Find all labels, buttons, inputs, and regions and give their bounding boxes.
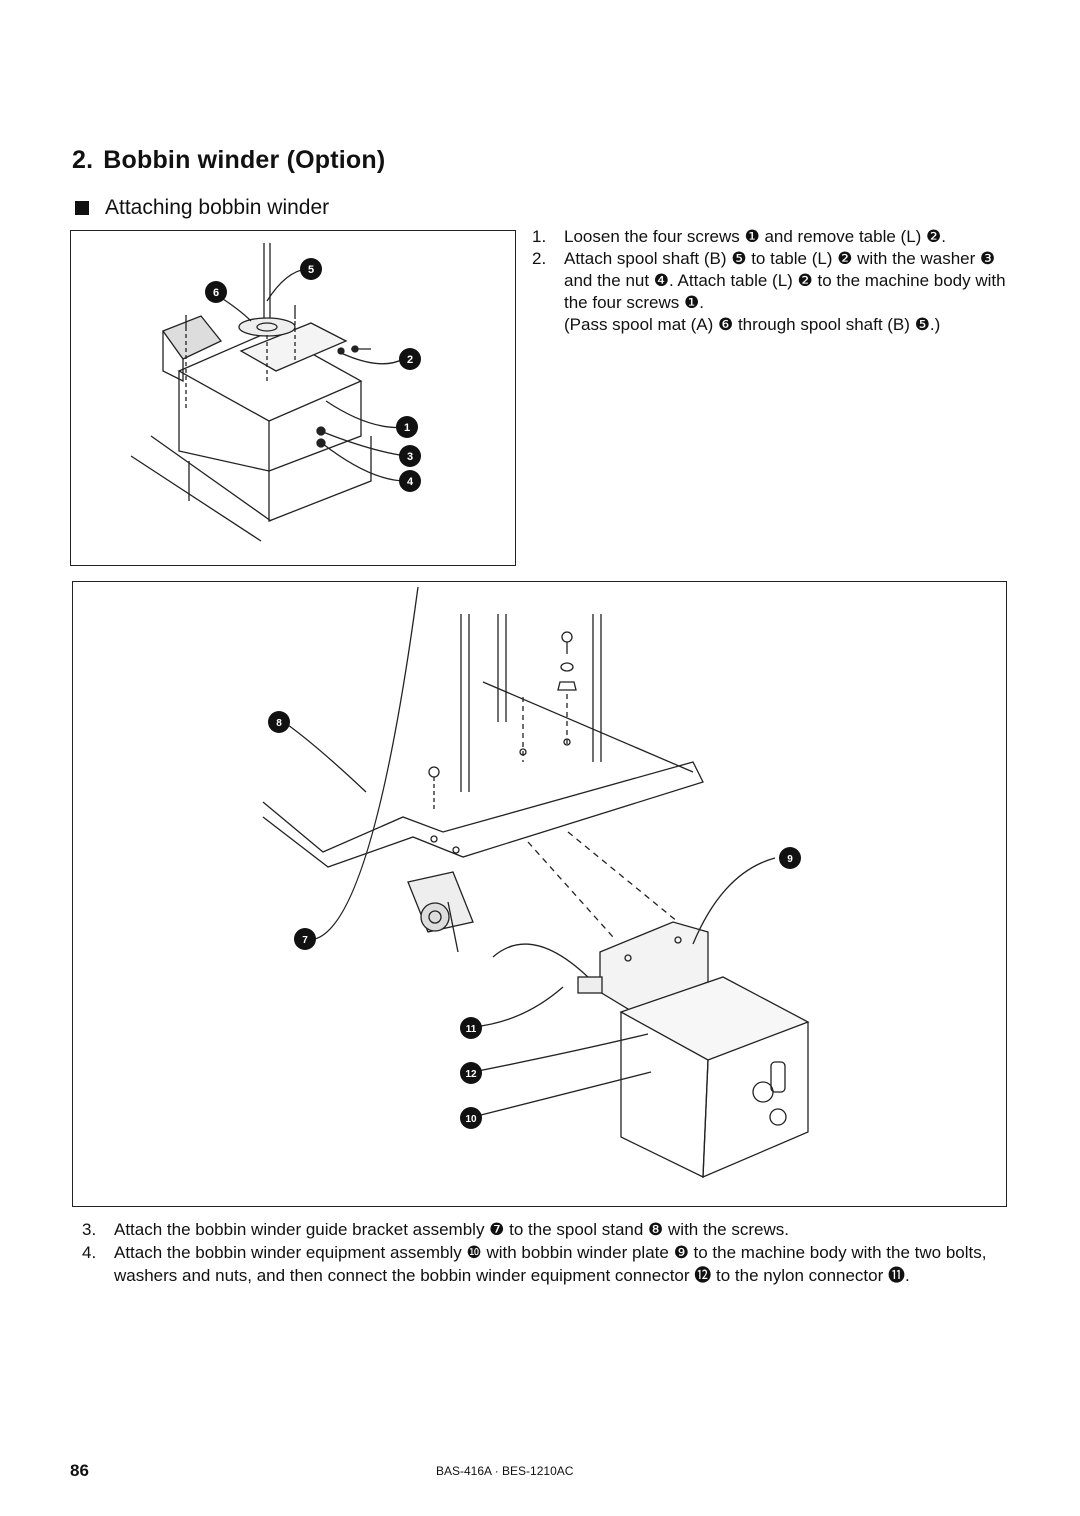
square-bullet-icon — [75, 201, 89, 215]
subheading-text: Attaching bobbin winder — [105, 196, 330, 219]
callout-4-icon — [399, 470, 421, 492]
callout-11-label: 11 — [466, 1024, 477, 1035]
section-title: Bobbin winder (Option) — [103, 146, 386, 174]
callout-12-label: 12 — [465, 1069, 477, 1080]
section-number: 2. — [72, 146, 94, 174]
callout-5-label: 5 — [308, 264, 314, 276]
callout-2-icon — [399, 348, 421, 370]
section-heading: 2. Bobbin winder (Option) — [72, 146, 385, 175]
callout-9-label: 9 — [787, 854, 793, 865]
callout-12-icon — [460, 1062, 482, 1084]
step-number: 3. — [82, 1220, 97, 1239]
subheading: Attaching bobbin winder — [75, 196, 329, 220]
callout-5-icon — [300, 258, 322, 280]
step-number: 1. — [532, 227, 547, 246]
step-number: 4. — [82, 1243, 97, 1262]
callout-1-icon — [396, 416, 418, 438]
step-text: Attach the bobbin winder guide bracket a… — [114, 1220, 789, 1239]
instructions-bottom: 3. Attach the bobbin winder guide bracke… — [82, 1218, 1002, 1287]
instruction-step: 1. Loosen the four screws ❶ and remove t… — [532, 226, 1012, 248]
figure-bobbin-winder-assembly: 7 8 9 10 11 12 — [72, 581, 1007, 1207]
step-note: (Pass spool mat (A) ❻ through spool shaf… — [564, 315, 941, 334]
callout-6-icon — [205, 281, 227, 303]
callout-6-label: 6 — [213, 287, 219, 299]
callout-3-label: 3 — [407, 451, 413, 463]
callout-9-icon — [779, 847, 801, 869]
callout-11-icon — [460, 1017, 482, 1039]
step-text: Loosen the four screws ❶ and remove tabl… — [564, 227, 946, 246]
step-number: 2. — [532, 249, 547, 268]
instruction-step: 2. Attach spool shaft (B) ❺ to table (L)… — [532, 248, 1012, 314]
callout-10-icon — [460, 1107, 482, 1129]
instruction-step: 4. Attach the bobbin winder equipment as… — [82, 1241, 1002, 1287]
callout-10-label: 10 — [465, 1114, 477, 1125]
callout-2-label: 2 — [407, 354, 413, 366]
callout-4-label: 4 — [407, 476, 414, 488]
step-text: Attach the bobbin winder equipment assem… — [114, 1243, 987, 1285]
bobbin-winder-illustration: 7 8 9 10 11 12 — [262, 586, 810, 1179]
callout-1-label: 1 — [404, 422, 410, 434]
callout-8-label: 8 — [276, 718, 282, 729]
instruction-step: 3. Attach the bobbin winder guide bracke… — [82, 1218, 1002, 1241]
instructions-top: 1. Loosen the four screws ❶ and remove t… — [532, 226, 1012, 336]
callout-7-icon — [294, 928, 316, 950]
step-text: Attach spool shaft (B) ❺ to table (L) ❷ … — [564, 249, 1006, 312]
figure-table-assembly: 1 2 3 4 5 6 — [70, 230, 516, 566]
callout-7-label: 7 — [302, 935, 308, 946]
model-code: BAS-416A · BES-1210AC — [436, 1464, 574, 1478]
callout-3-icon — [399, 445, 421, 467]
table-assembly-illustration: 1 2 3 4 5 6 — [130, 243, 421, 542]
page-number: 86 — [70, 1461, 89, 1480]
callout-8-icon — [268, 711, 290, 733]
